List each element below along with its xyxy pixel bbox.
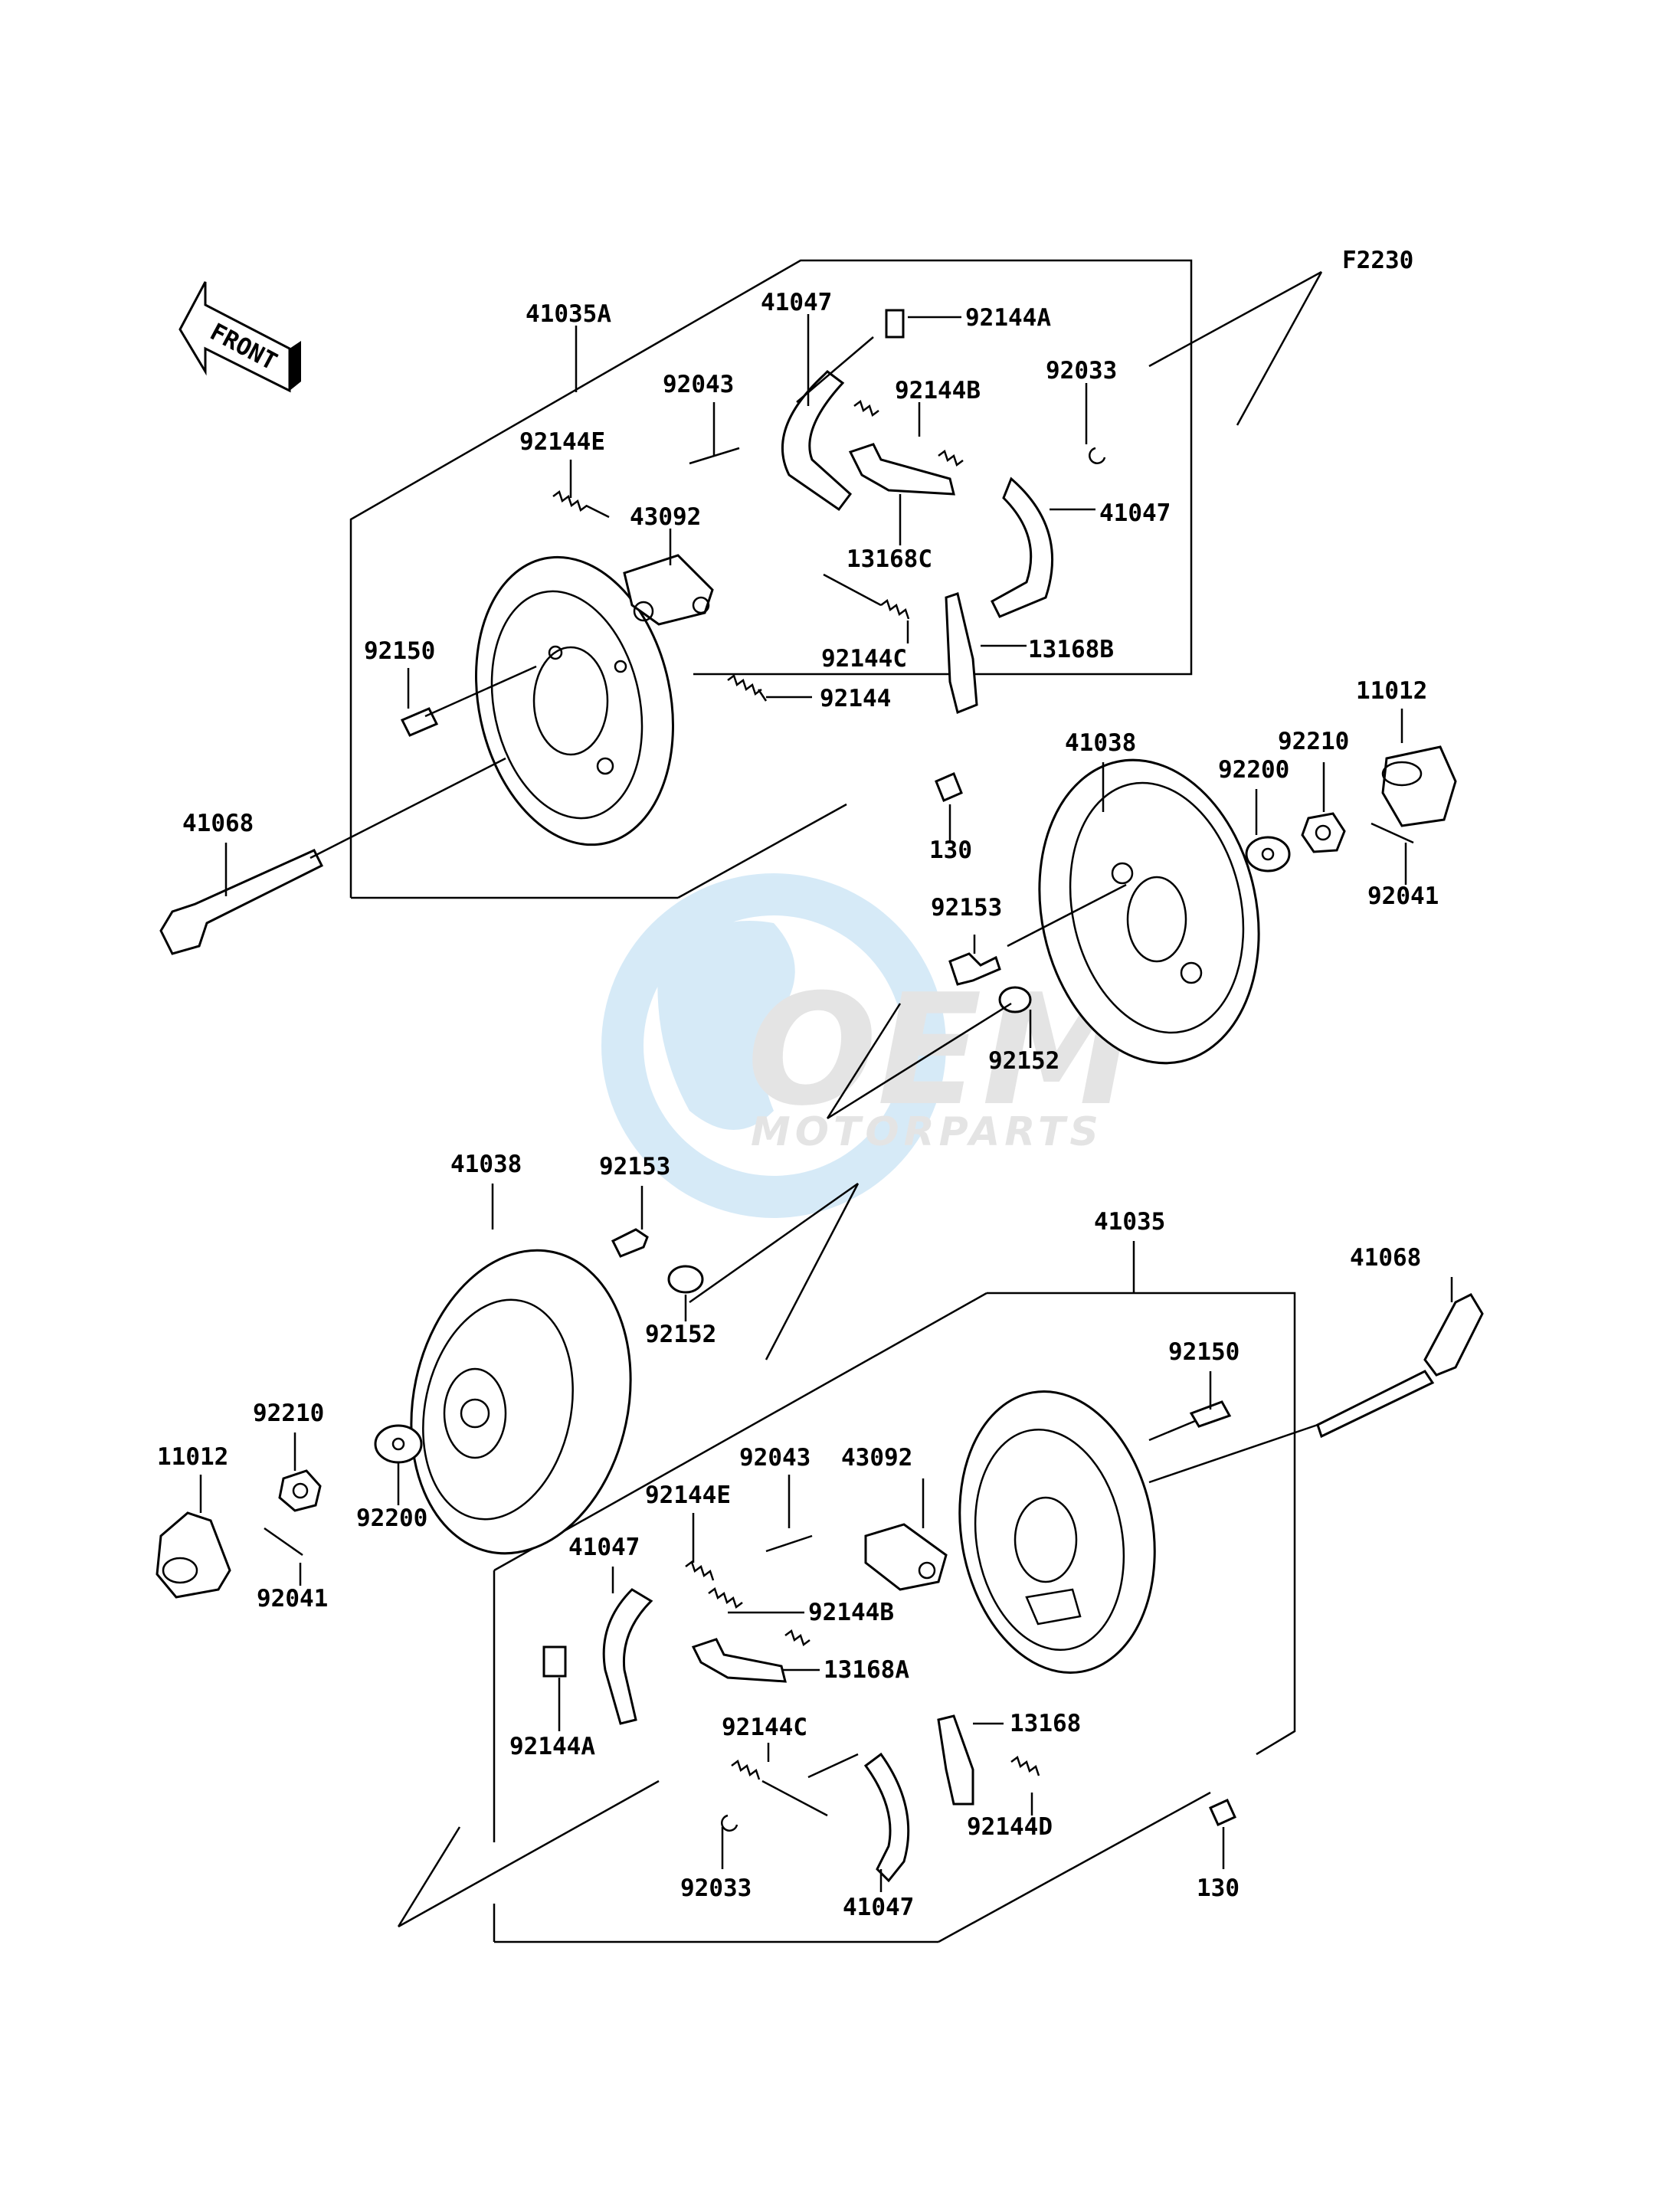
part-label: 41035 — [1094, 1208, 1165, 1236]
part-label: 41047 — [568, 1534, 640, 1561]
part-label: 92144E — [645, 1482, 731, 1509]
lower-pin-92043 — [765, 1534, 813, 1553]
upper-eclip-92033 — [1089, 447, 1106, 464]
part-label: 92144A — [509, 1733, 595, 1760]
part-label: 92210 — [1278, 728, 1349, 755]
part-label: 41068 — [1350, 1244, 1421, 1272]
part-label: 41035A — [526, 300, 611, 328]
part-label: 130 — [929, 837, 972, 864]
lower-brake-shoe-right — [863, 1752, 910, 1883]
lower-seal-92152 — [667, 1265, 704, 1294]
part-label: 92043 — [739, 1444, 811, 1472]
lower-bolt-92150 — [1148, 1400, 1232, 1442]
lower-brake-shoe-left — [602, 1588, 653, 1725]
part-label: 92041 — [257, 1585, 328, 1613]
upper-bolt-130 — [935, 772, 963, 802]
watermark-sub: MOTORPARTS — [751, 1109, 1103, 1155]
part-label: 92153 — [931, 894, 1002, 922]
upper-clip-92144a — [885, 309, 905, 339]
part-label: 13168A — [824, 1656, 909, 1684]
part-label: 92144B — [895, 377, 981, 404]
lower-clip-92144a — [542, 1645, 567, 1678]
upper-springs — [552, 399, 964, 702]
part-label: 41038 — [450, 1151, 522, 1178]
upper-wheel-cylinder — [623, 554, 714, 626]
upper-brake-shoe-right — [991, 476, 1054, 618]
lower-backing-plate — [958, 1390, 1156, 1674]
lower-washer-92200 — [374, 1424, 423, 1464]
part-label: 13168C — [847, 545, 932, 573]
upper-nut-92210 — [1301, 812, 1346, 853]
part-label: 92144A — [965, 304, 1051, 332]
upper-stud-92153 — [948, 952, 1001, 986]
lower-springs — [685, 1560, 1040, 1817]
upper-seal-92152 — [826, 986, 1032, 1120]
part-label: 43092 — [630, 503, 701, 531]
part-label: 92033 — [1046, 357, 1117, 385]
part-label: 92200 — [1218, 756, 1289, 784]
lower-eclip-92033 — [721, 1814, 738, 1832]
part-label: 92153 — [599, 1153, 670, 1180]
lower-stud-92153 — [611, 1228, 649, 1258]
part-label: 92033 — [680, 1874, 752, 1902]
part-label: 92144 — [820, 685, 891, 712]
part-label: 92144D — [967, 1813, 1053, 1841]
upper-cap-11012 — [1381, 745, 1457, 827]
lower-nut-92210 — [278, 1469, 322, 1512]
lower-cotter-92041 — [264, 1527, 303, 1557]
part-label: 13168B — [1028, 636, 1114, 663]
upper-cotter-92041 — [1371, 822, 1414, 844]
upper-lever-13168c — [848, 443, 955, 496]
part-label: 41047 — [761, 289, 832, 316]
upper-bolt-92150 — [400, 665, 537, 737]
part-label: 130 — [1197, 1874, 1240, 1902]
upper-washer-92200 — [1245, 836, 1291, 873]
lower-lever-13168 — [937, 1714, 974, 1806]
part-label: 13168 — [1010, 1710, 1081, 1737]
lower-wheel-cylinder — [864, 1523, 948, 1591]
part-label: 92152 — [645, 1321, 716, 1348]
upper-brake-shoe-left — [781, 370, 853, 512]
leader-lines — [199, 314, 1453, 1892]
part-label: 92150 — [1168, 1338, 1240, 1366]
part-label: 11012 — [1356, 677, 1427, 705]
part-label: 11012 — [157, 1443, 228, 1471]
upper-backing-plate — [475, 555, 674, 846]
diagram-code: F2230 — [1342, 247, 1413, 274]
upper-axle-shaft — [159, 757, 506, 955]
part-label: 41047 — [843, 1894, 914, 1921]
part-label: 92200 — [356, 1505, 427, 1532]
part-label: 92210 — [253, 1400, 324, 1427]
part-label: 41038 — [1065, 729, 1136, 757]
lower-brake-drum — [410, 1249, 632, 1555]
lower-cap-11012 — [156, 1511, 231, 1599]
part-label: 92144E — [519, 428, 605, 456]
upper-brake-drum — [1007, 758, 1260, 1065]
part-label: 92144C — [821, 645, 907, 673]
part-label: 41068 — [182, 810, 254, 837]
part-label: 92144C — [722, 1714, 807, 1741]
part-label: 92150 — [364, 637, 435, 665]
part-label: 92152 — [988, 1047, 1059, 1075]
upper-assembly-outline — [349, 259, 1323, 899]
part-label: 41047 — [1099, 499, 1171, 527]
lower-axle-shaft — [1148, 1293, 1484, 1484]
part-label: 43092 — [841, 1444, 912, 1472]
lower-bolt-130 — [1209, 1799, 1236, 1826]
part-labels: 41035A 41047 92144A 92043 92144B 92033 9… — [157, 289, 1439, 1921]
upper-lever-13168b — [945, 592, 978, 715]
part-label: 92144B — [808, 1599, 894, 1626]
part-label: 92041 — [1367, 882, 1439, 910]
lower-assembly-outline — [397, 1182, 1296, 1943]
lower-lever-13168a — [691, 1638, 787, 1683]
part-label: 92043 — [663, 371, 734, 398]
front-direction-arrow: FRONT — [178, 281, 301, 393]
